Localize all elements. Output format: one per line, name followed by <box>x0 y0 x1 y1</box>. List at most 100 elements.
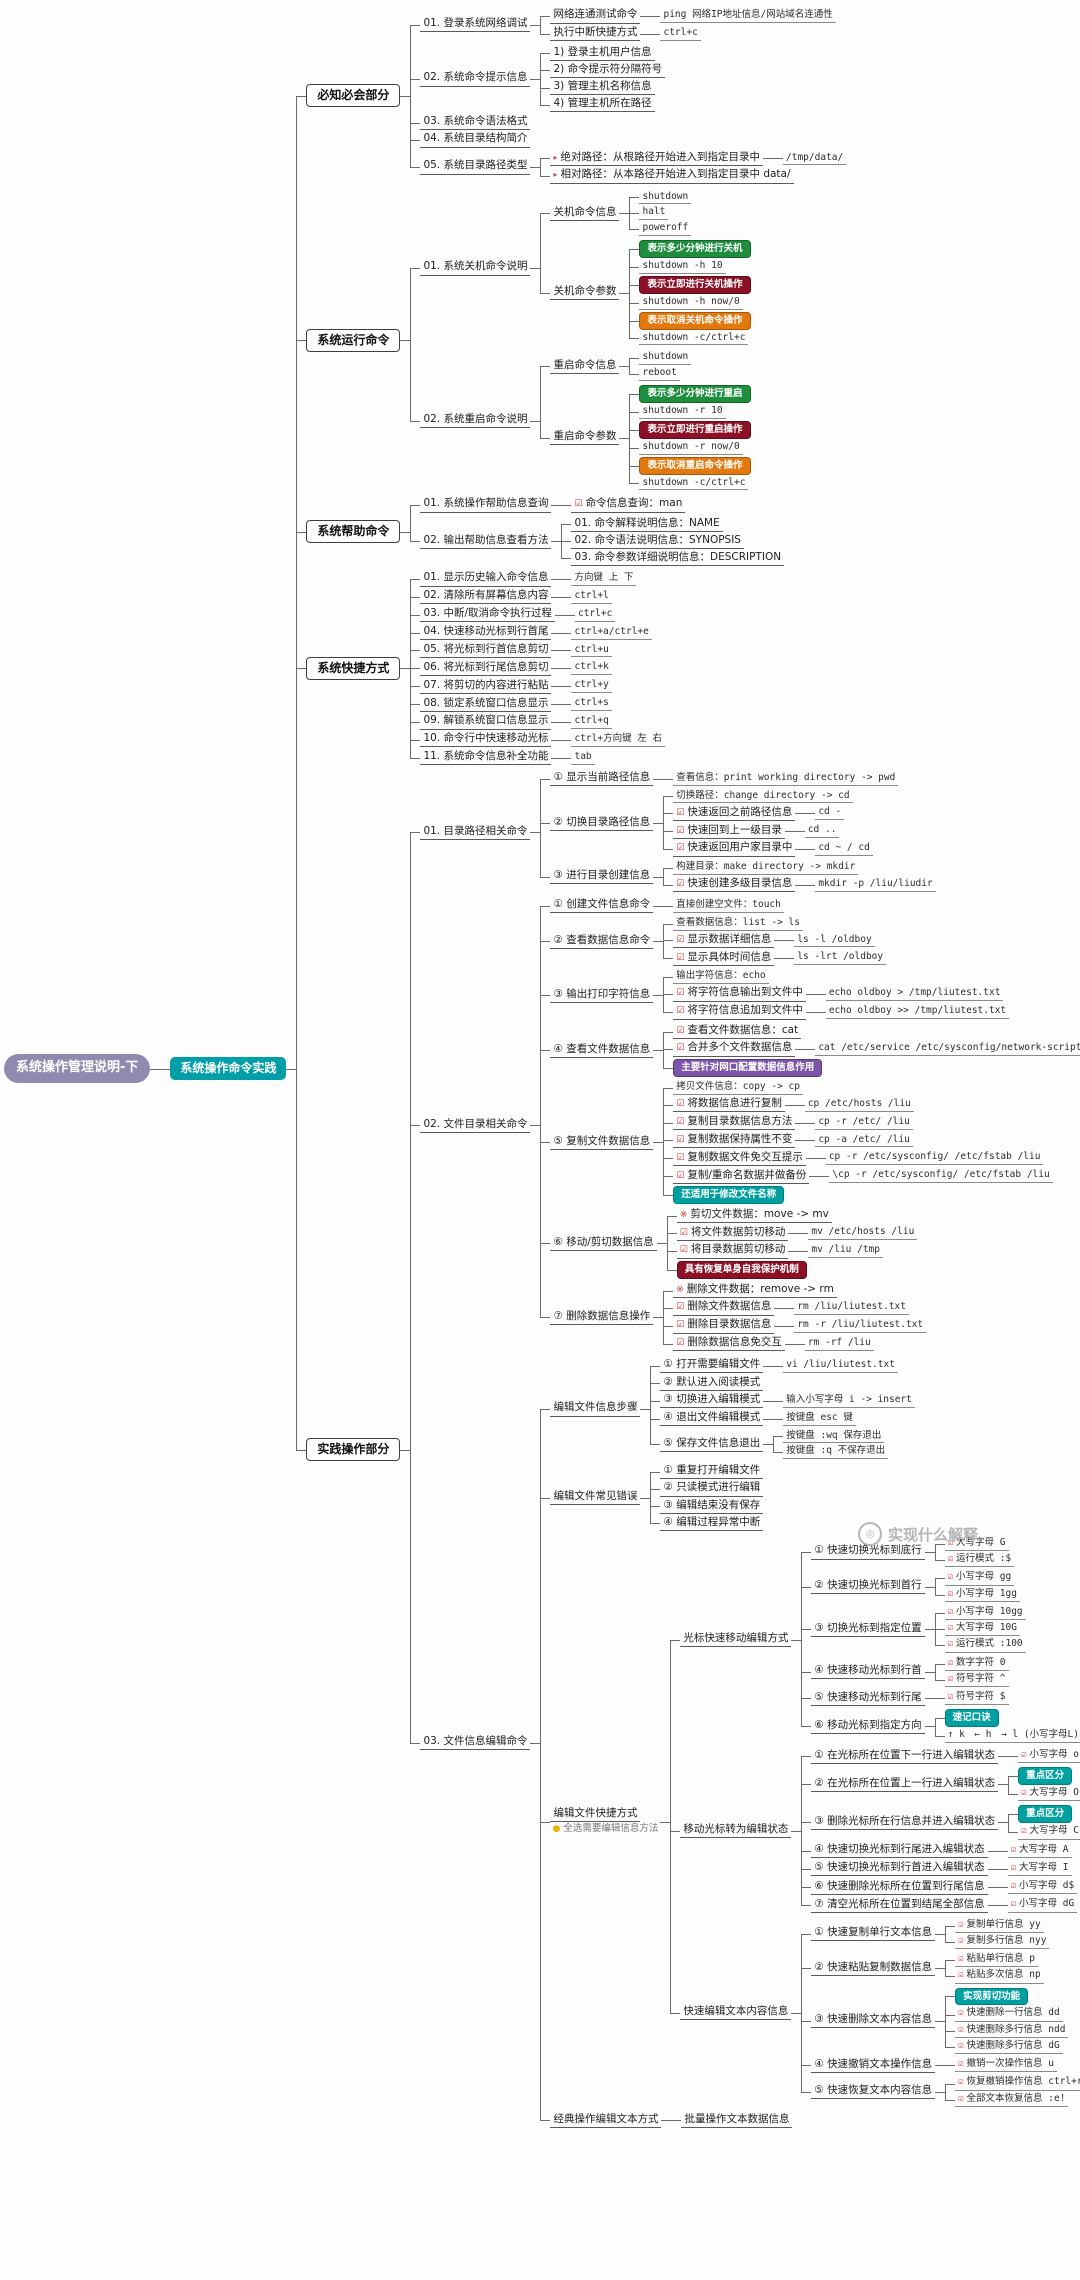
callout-badge-teal[interactable]: 重点区分 <box>1018 1767 1073 1786</box>
topic-node[interactable]: ① 显示当前路径信息 <box>550 771 654 787</box>
command-label[interactable]: ☑大写字母 O <box>1018 1787 1080 1802</box>
topic-node[interactable]: 03. 文件信息编辑命令 <box>420 1735 531 1751</box>
command-label[interactable]: ☑小写字母 o <box>1018 1749 1080 1764</box>
command-label[interactable]: 输出字符信息：echo <box>673 970 769 985</box>
topic-node[interactable]: ② 快速粘贴复制数据信息 <box>811 1961 936 1976</box>
topic-node[interactable]: ③ 输出打印字符信息 <box>550 988 654 1003</box>
topic-node[interactable]: ▸绝对路径：从根路径开始进入到指定目录中 <box>550 151 763 166</box>
command-label[interactable]: cp -a /etc/ /liu <box>815 1134 913 1148</box>
topic-node[interactable]: 编辑文件常见错误 <box>550 1490 641 1506</box>
topic-node[interactable]: ② 查看数据信息命令 <box>550 934 654 949</box>
topic-node[interactable]: 03. 中断/取消命令执行过程 <box>420 607 556 623</box>
topic-node[interactable]: ① 重复打开编辑文件 <box>660 1464 764 1480</box>
topic-node[interactable]: 03. 命令参数详细说明信息：DESCRIPTION <box>571 551 785 566</box>
command-label[interactable]: ☑小写字母 10gg <box>944 1606 1026 1620</box>
topic-node[interactable]: ④ 退出文件编辑模式 <box>660 1411 764 1427</box>
command-label[interactable]: rm /liu/liutest.txt <box>794 1301 909 1315</box>
command-label[interactable]: ☑粘贴单行信息 p <box>955 1953 1038 1968</box>
topic-node[interactable]: 4) 管理主机所在路径 <box>550 97 655 113</box>
topic-node[interactable]: 01. 系统操作帮助信息查询 <box>420 497 552 513</box>
command-label[interactable]: cp -r /etc/ /liu <box>815 1116 913 1130</box>
topic-node[interactable]: ① 快速复制单行文本信息 <box>811 1926 936 1942</box>
command-label[interactable]: poweroff <box>639 222 692 237</box>
topic-node[interactable]: ① 打开需要编辑文件 <box>660 1358 764 1374</box>
topic-node[interactable]: ☑将字符信息追加到文件中 <box>673 1004 806 1020</box>
command-label[interactable]: ☑粘贴多次信息 np <box>955 1969 1044 1984</box>
topic-node[interactable]: 06. 将光标到行尾信息剪切 <box>420 661 552 676</box>
topic-node[interactable]: 09. 解锁系统窗口信息显示 <box>420 714 552 730</box>
command-label[interactable]: 拷贝文件信息：copy -> cp <box>673 1081 803 1095</box>
main-branch-node[interactable]: 必知必会部分 <box>306 84 401 108</box>
topic-node[interactable]: ☑合并多个文件数据信息 <box>673 1041 796 1057</box>
command-label[interactable]: ☑恢复撤销操作信息 ctrl+r <box>955 2076 1080 2091</box>
command-label[interactable]: tab <box>571 751 595 765</box>
topic-node[interactable]: ☑快速返回之前路径信息 <box>673 806 796 821</box>
topic-node[interactable]: ① 在光标所在位置下一行进入编辑状态 <box>811 1749 999 1764</box>
topic-node[interactable]: ☑命令信息查询：man <box>571 497 686 513</box>
topic-node[interactable]: ⑤ 快速切换光标到行首进入编辑状态 <box>811 1861 988 1877</box>
topic-node[interactable]: 01. 命令解释说明信息：NAME <box>571 517 723 532</box>
topic-node[interactable]: 02. 命令语法说明信息：SYNOPSIS <box>571 534 744 549</box>
topic-node[interactable]: ① 快速切换光标到底行 <box>811 1544 925 1560</box>
topic-node[interactable]: 01. 显示历史输入命令信息 <box>420 571 552 587</box>
command-label[interactable]: ☑运行模式 :100 <box>944 1638 1026 1653</box>
topic-node[interactable]: 编辑文件信息步骤 <box>550 1401 641 1417</box>
topic-node[interactable]: ③ 删除光标所在行信息并进入编辑状态 <box>811 1815 999 1830</box>
command-label[interactable]: ☑快速删除多行信息 dG <box>955 2040 1063 2055</box>
topic-node[interactable]: 执行中断快捷方式 <box>550 26 641 42</box>
topic-node[interactable]: 网络连通测试命令 <box>550 8 641 24</box>
command-label[interactable]: 输入小写字母 i -> insert <box>783 1394 915 1408</box>
command-label[interactable]: ☑数字字符 0 <box>944 1657 1009 1671</box>
command-label[interactable]: /tmp/data/ <box>783 152 847 166</box>
topic-node[interactable]: 07. 将剪切的内容进行粘贴 <box>420 679 552 694</box>
command-label[interactable]: shutdown -c/ctrl+c <box>639 332 749 346</box>
command-label[interactable]: 直接创建空文件：touch <box>673 899 784 913</box>
topic-node[interactable]: 10. 命令行中快速移动光标 <box>420 732 552 748</box>
command-label[interactable]: ctrl+y <box>571 679 612 694</box>
command-label[interactable]: ☑大写字母 I <box>1007 1862 1072 1876</box>
command-label[interactable]: ls -lrt /oldboy <box>794 951 887 966</box>
topic-node[interactable]: ③ 进行目录创建信息 <box>550 869 654 885</box>
command-label[interactable]: 构建目录：make directory -> mkdir <box>673 861 859 875</box>
topic-node[interactable]: ☑删除目录数据信息 <box>673 1318 775 1334</box>
command-label[interactable]: 查看信息：print working directory -> pwd <box>673 772 899 786</box>
topic-node[interactable]: 移动光标转为编辑状态 <box>680 1823 792 1839</box>
topic-node[interactable]: 02. 系统命令提示信息 <box>420 71 531 87</box>
topic-node[interactable]: ② 默认进入阅读模式 <box>660 1376 764 1391</box>
command-label[interactable]: ctrl+q <box>571 715 612 729</box>
topic-node[interactable]: 04. 快速移动光标到行首尾 <box>420 625 552 641</box>
command-label[interactable]: ctrl+k <box>571 661 612 676</box>
topic-node[interactable]: ④ 编辑过程异常中断 <box>660 1516 764 1531</box>
topic-node[interactable]: ⑦ 清空光标所在位置到结尾全部信息 <box>811 1898 988 1913</box>
callout-badge-darkred[interactable]: 具有恢复单身自我保护机制 <box>676 1261 807 1279</box>
command-label[interactable]: rm -r /liu/liutest.txt <box>794 1319 927 1333</box>
central-topic[interactable]: 系统操作命令实践 <box>170 1057 287 1080</box>
command-label[interactable]: vi /liu/liutest.txt <box>783 1359 898 1373</box>
command-label[interactable]: ctrl+方向键 左 右 <box>571 733 666 747</box>
main-branch-node[interactable]: 实践操作部分 <box>306 1438 401 1462</box>
command-label[interactable]: cd - <box>815 806 845 821</box>
command-label[interactable]: ☑小写字母 gg <box>944 1571 1015 1586</box>
command-label[interactable]: reboot <box>639 367 680 382</box>
callout-badge-darkred[interactable]: 表示立即进行重启操作 <box>639 420 751 439</box>
topic-node[interactable]: ☑显示具体时间信息 <box>673 951 775 966</box>
topic-node[interactable]: ⑤ 快速恢复文本内容信息 <box>811 2084 936 2100</box>
command-label[interactable]: cd ~ / cd <box>815 842 873 856</box>
topic-node[interactable]: 08. 锁定系统窗口信息显示 <box>420 697 552 712</box>
command-label[interactable]: ☑撤销一次操作信息 u <box>955 2058 1057 2073</box>
topic-node[interactable]: ☑复制/重命名数据并做备份 <box>673 1169 810 1184</box>
command-label[interactable]: ☑全部文本恢复信息 :e! <box>955 2093 1069 2107</box>
topic-node[interactable]: 重启命令信息 <box>550 359 620 374</box>
topic-node[interactable]: ※删除文件数据：remove -> rm <box>673 1283 837 1299</box>
command-label[interactable]: ☑小写字母 dG <box>1007 1898 1078 1913</box>
command-label[interactable]: ☑复制单行信息 yy <box>955 1919 1044 1933</box>
topic-node[interactable]: 关机命令信息 <box>550 206 620 221</box>
command-label[interactable]: cat /etc/service /etc/sysconfig/network-… <box>815 1042 1080 1056</box>
topic-node[interactable]: ☑将数据信息进行复制 <box>673 1097 785 1113</box>
command-label[interactable]: 切换路径：change directory -> cd <box>673 790 853 804</box>
command-label[interactable]: cp /etc/hosts /liu <box>804 1098 914 1112</box>
topic-node[interactable]: ⑥ 移动/剪切数据信息 <box>550 1236 657 1251</box>
topic-node[interactable]: ☑快速回到上一级目录 <box>673 824 785 839</box>
command-label[interactable]: ↑ k ← h → l (小写字母L) ↓ j <box>944 1729 1080 1743</box>
topic-node[interactable]: 03. 系统命令语法格式 <box>420 115 531 131</box>
